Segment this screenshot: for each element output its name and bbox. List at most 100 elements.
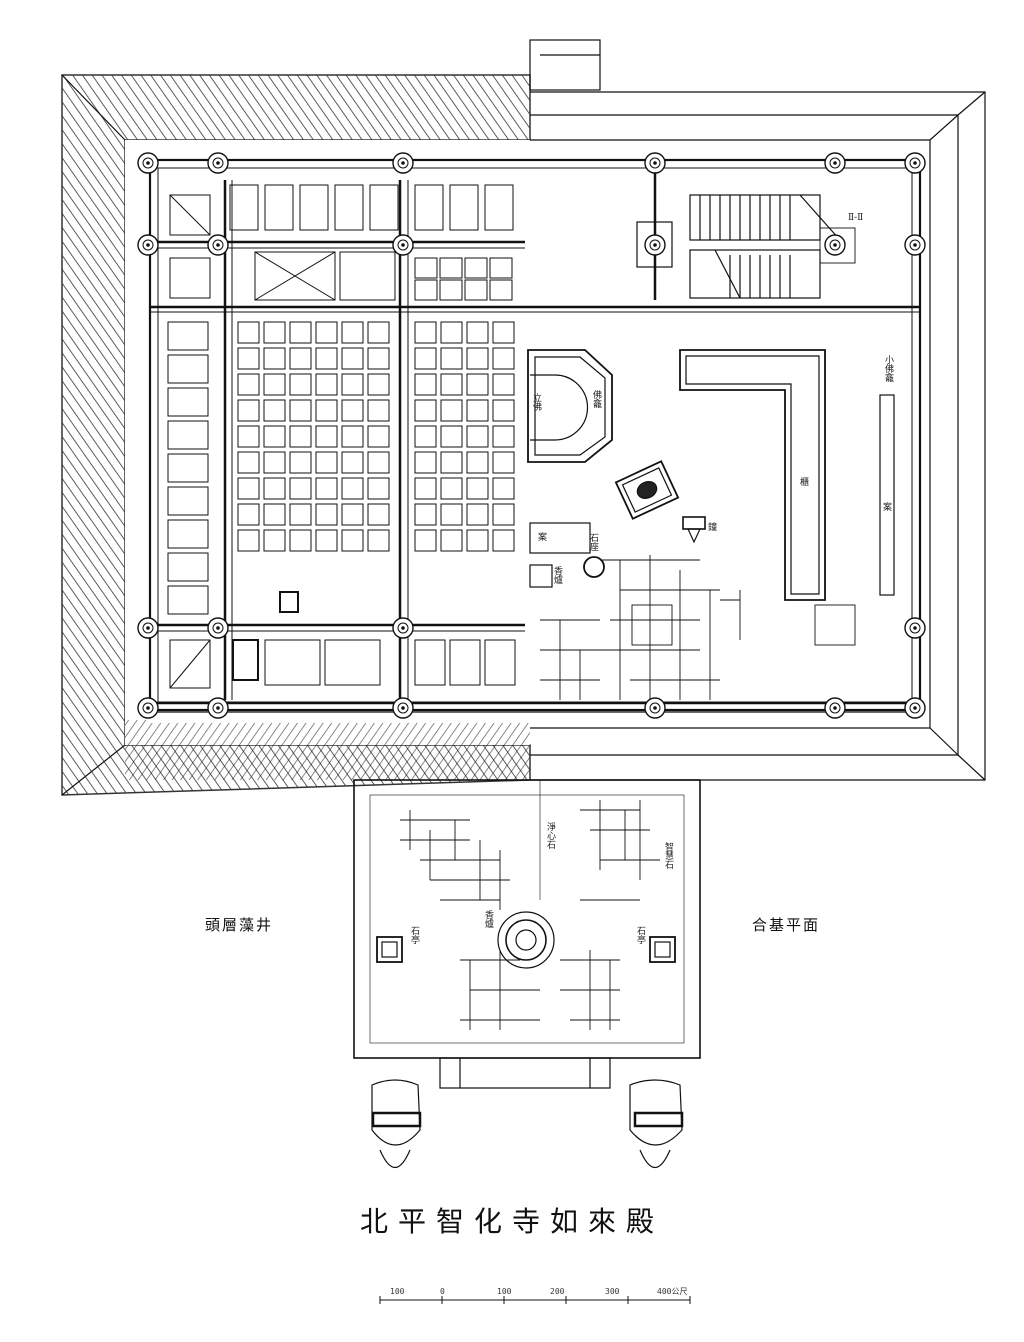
column-base <box>904 152 926 174</box>
column-base <box>137 152 159 174</box>
coffer-panel <box>367 451 390 474</box>
coffer-panel <box>289 477 312 500</box>
coffer-panel <box>466 321 489 344</box>
coffer-panel <box>440 373 463 396</box>
coffer-panel <box>315 321 338 344</box>
coffer-panel <box>263 347 286 370</box>
coffer-panel <box>289 451 312 474</box>
coffer-panel <box>341 425 364 448</box>
front-stone-bases <box>371 1079 684 1169</box>
coffer-panel <box>367 321 390 344</box>
coffer-panel <box>492 347 515 370</box>
column-base <box>824 697 846 719</box>
scale-tick-2: 100 <box>497 1287 512 1296</box>
floor-pavers <box>540 227 856 700</box>
coffer-panel <box>237 347 260 370</box>
column-base <box>392 617 414 639</box>
coffer-panel <box>414 347 437 370</box>
coffer-panel <box>466 529 489 552</box>
coffer-panel <box>315 425 338 448</box>
label-shrine-right: 佛龕 <box>591 389 602 408</box>
column-base <box>207 234 229 256</box>
coffer-panel <box>263 399 286 422</box>
label-terrace-right-stone: 石亭 <box>635 926 646 944</box>
coffer-panel <box>315 477 338 500</box>
coffer-panel <box>466 373 489 396</box>
coffer-panel <box>414 373 437 396</box>
coffer-panel <box>440 529 463 552</box>
label-hall-corner: 小佛龕 <box>883 355 894 382</box>
coffer-panel <box>289 399 312 422</box>
roof-eaves <box>61 74 531 796</box>
ceiling-top-strip <box>169 184 514 301</box>
coffer-panel <box>367 425 390 448</box>
coffer-panel <box>289 503 312 526</box>
label-stone-base: 石座 <box>588 533 599 552</box>
column-base <box>137 697 159 719</box>
ceiling-coffer-grid-left <box>237 321 390 552</box>
column-base <box>207 152 229 174</box>
label-terrace-center-left: 香爐 <box>483 910 494 929</box>
column-base <box>137 617 159 639</box>
coffer-panel <box>367 373 390 396</box>
coffer-panel <box>466 399 489 422</box>
coffer-panel <box>237 373 260 396</box>
diamond-table <box>614 460 680 520</box>
label-terrace-left-stone: 石亭 <box>409 926 420 944</box>
column-base <box>207 697 229 719</box>
coffer-panel <box>315 503 338 526</box>
label-terrace-top-right: 智慧石 <box>663 841 674 870</box>
room-labels: Ⅱ-Ⅱ 小佛龕 立佛 佛龕 櫃 案 鐘 石座 案 香爐 淨心石 智慧石 石亭 石… <box>409 213 894 944</box>
coffer-panel <box>492 477 515 500</box>
coffer-panel <box>341 529 364 552</box>
coffer-panel <box>492 373 515 396</box>
coffer-panel <box>341 373 364 396</box>
coffer-panel <box>440 503 463 526</box>
coffer-panel <box>367 399 390 422</box>
coffer-panel <box>237 425 260 448</box>
ceiling-coffer-grid-right <box>414 321 515 552</box>
coffer-panel <box>237 477 260 500</box>
coffer-panel <box>263 373 286 396</box>
coffer-panel <box>341 477 364 500</box>
scale-tick-3: 200 <box>550 1287 565 1296</box>
coffer-panel <box>440 451 463 474</box>
coffer-panel <box>237 399 260 422</box>
scale-tick-1: 0 <box>440 1287 445 1296</box>
coffer-panel <box>341 503 364 526</box>
column-base <box>824 234 846 256</box>
coffer-panel <box>414 503 437 526</box>
coffer-panel <box>315 373 338 396</box>
coffer-panel <box>414 321 437 344</box>
coffer-panel <box>440 399 463 422</box>
column-base <box>644 697 666 719</box>
coffer-panel <box>289 529 312 552</box>
coffer-panel <box>289 425 312 448</box>
coffer-panel <box>289 373 312 396</box>
coffer-panel <box>492 321 515 344</box>
column-base <box>137 234 159 256</box>
coffer-panel <box>414 425 437 448</box>
coffer-panel <box>263 503 286 526</box>
coffer-panel <box>315 399 338 422</box>
front-terrace <box>353 779 701 1089</box>
scale-bar: 100 0 100 200 300 400公尺 <box>379 1287 691 1304</box>
label-shrine-left: 立佛 <box>531 392 542 412</box>
interior-fixtures <box>527 170 895 700</box>
l-shaped-counter <box>679 349 826 601</box>
label-incense: 香爐 <box>552 566 563 585</box>
scale-tick-4: 300 <box>605 1287 620 1296</box>
coffer-panel <box>315 529 338 552</box>
coffer-panel <box>466 503 489 526</box>
coffer-panel <box>492 399 515 422</box>
coffer-panel <box>263 321 286 344</box>
building-walls <box>148 158 922 713</box>
coffer-panel <box>341 451 364 474</box>
coffer-panel <box>263 451 286 474</box>
coffer-panel <box>341 321 364 344</box>
column-base <box>904 617 926 639</box>
coffer-panel <box>440 321 463 344</box>
side-label-right: 合基平面 <box>752 916 820 934</box>
coffer-panel <box>315 347 338 370</box>
coffer-panel <box>466 477 489 500</box>
